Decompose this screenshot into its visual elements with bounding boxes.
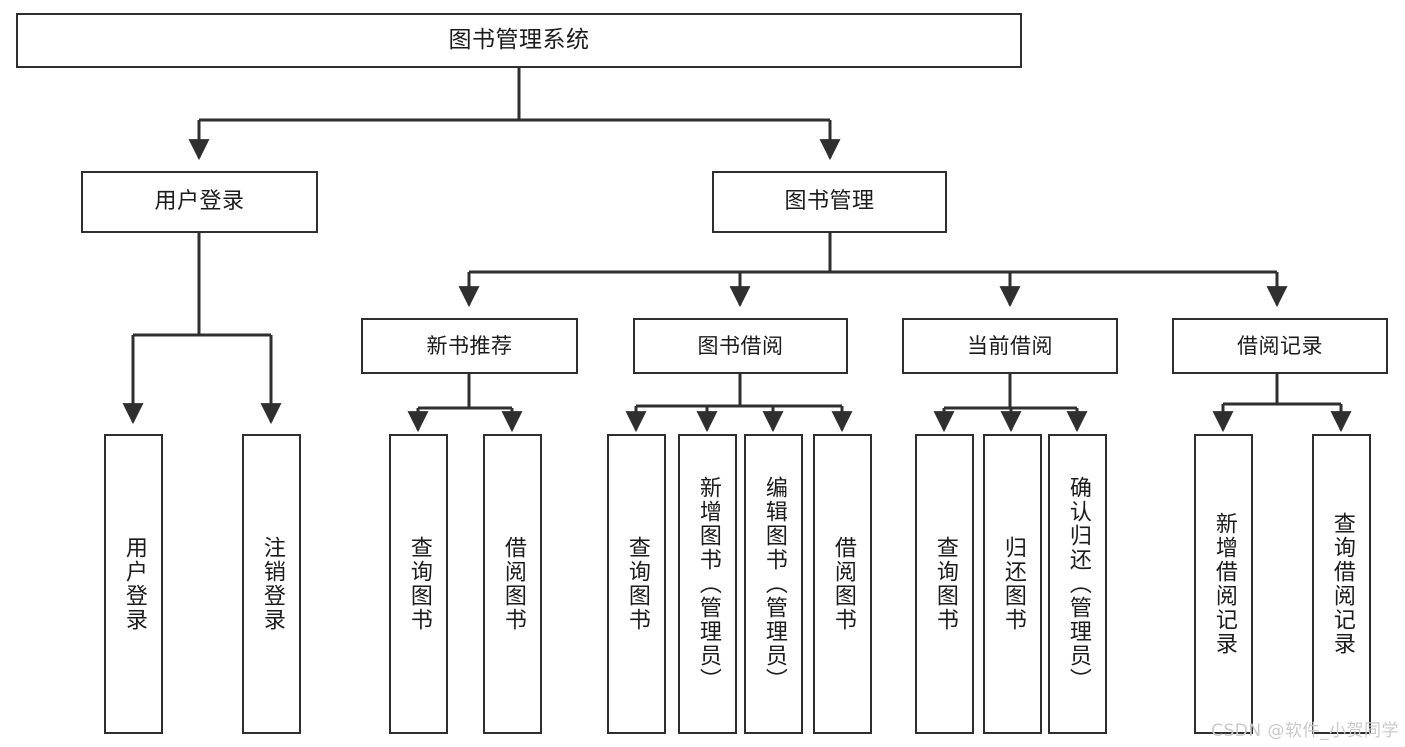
node-user-login[interactable]: 用户登录 xyxy=(81,171,318,233)
node-label: 编辑图书（管理员） xyxy=(761,476,787,692)
leaf-query-book-borrow[interactable]: 查询图书 xyxy=(607,434,666,734)
leaf-edit-book-admin[interactable]: 编辑图书（管理员） xyxy=(744,434,803,734)
node-label: 新增借阅记录 xyxy=(1211,512,1237,656)
node-root-book-management-system[interactable]: 图书管理系统 xyxy=(16,13,1022,68)
leaf-logout-login[interactable]: 注销登录 xyxy=(242,434,301,734)
node-label: 查询图书 xyxy=(932,536,958,632)
node-label: 新增图书（管理员） xyxy=(695,476,721,692)
node-label: 查询图书 xyxy=(406,536,432,632)
node-current-borrow[interactable]: 当前借阅 xyxy=(902,318,1118,374)
node-book-borrow[interactable]: 图书借阅 xyxy=(633,318,848,374)
leaf-add-borrow-record[interactable]: 新增借阅记录 xyxy=(1194,434,1253,734)
leaf-query-borrow-record[interactable]: 查询借阅记录 xyxy=(1312,434,1371,734)
leaf-borrow-book[interactable]: 借阅图书 xyxy=(813,434,872,734)
node-label: 图书管理系统 xyxy=(448,26,590,53)
node-label: 图书管理 xyxy=(784,189,875,215)
leaf-confirm-return-admin[interactable]: 确认归还（管理员） xyxy=(1048,434,1107,734)
node-book-management[interactable]: 图书管理 xyxy=(712,171,947,233)
watermark-text: CSDN @软件_小贺同学 xyxy=(1211,721,1399,741)
leaf-add-book-admin[interactable]: 新增图书（管理员） xyxy=(678,434,737,734)
node-label: 当前借阅 xyxy=(967,333,1053,358)
leaf-user-login[interactable]: 用户登录 xyxy=(104,434,163,734)
leaf-query-book-recommend[interactable]: 查询图书 xyxy=(389,434,448,734)
node-label: 图书借阅 xyxy=(697,333,784,358)
node-label: 注销登录 xyxy=(259,536,285,632)
leaf-query-book-current[interactable]: 查询图书 xyxy=(915,434,974,734)
leaf-borrow-book-recommend[interactable]: 借阅图书 xyxy=(483,434,542,734)
node-label: 用户登录 xyxy=(154,189,245,215)
node-label: 归还图书 xyxy=(1000,536,1026,632)
leaf-return-book[interactable]: 归还图书 xyxy=(983,434,1042,734)
node-label: 查询借阅记录 xyxy=(1329,512,1355,656)
node-label: 借阅记录 xyxy=(1237,333,1323,358)
node-label: 用户登录 xyxy=(121,536,147,632)
node-label: 借阅图书 xyxy=(830,536,856,632)
node-new-book-recommend[interactable]: 新书推荐 xyxy=(361,318,578,374)
node-label: 确认归还（管理员） xyxy=(1065,476,1091,692)
node-label: 查询图书 xyxy=(624,536,650,632)
node-label: 借阅图书 xyxy=(500,536,526,632)
node-label: 新书推荐 xyxy=(426,333,513,358)
node-borrow-record[interactable]: 借阅记录 xyxy=(1172,318,1388,374)
